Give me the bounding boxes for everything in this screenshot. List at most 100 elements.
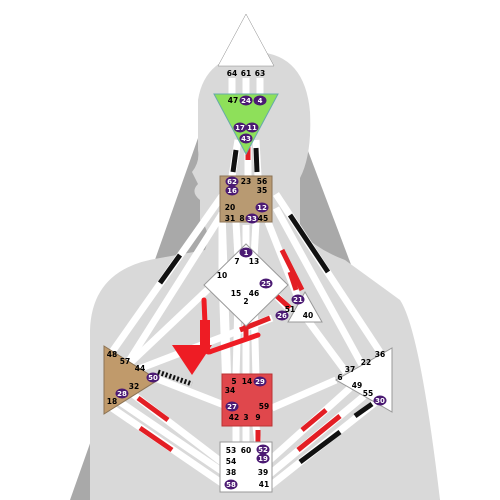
gate-30-marker [373,395,387,406]
gate-17: 17 [233,122,247,133]
gate-12-label: 12 [257,204,267,212]
gate-35: 35 [257,186,267,195]
gate-21: 21 [291,294,305,305]
gate-9: 9 [255,413,260,422]
gate-27: 27 [225,401,239,412]
gate-61-label: 61 [241,69,251,78]
gate-43-marker [239,133,253,144]
channel-26-44-red [239,315,271,333]
gate-4: 4 [253,95,267,106]
heart-center [287,290,323,323]
gate-17-marker [233,122,247,133]
gate-28: 28 [115,388,129,399]
gate-49: 49 [352,381,362,390]
gate-20-label: 20 [225,203,235,212]
channel-35-36-black [287,213,331,274]
gate-46-label: 46 [249,289,259,298]
gate-26-label: 26 [277,312,287,320]
gate-30: 30 [373,395,387,406]
gate-52-marker [256,444,270,455]
gate-14: 14 [242,377,252,386]
gate-62: 62 [225,176,239,187]
gate-48-label: 48 [107,350,117,359]
gate-20: 20 [225,203,235,212]
gate-53: 53 [226,446,236,455]
gate-57-label: 57 [120,357,130,366]
gate-41-label: 41 [259,480,269,489]
gate-36-label: 36 [375,350,385,359]
gate-60-label: 60 [241,446,251,455]
gate-5-label: 5 [231,377,236,386]
gate-28-label: 28 [117,390,127,398]
gate-34: 34 [225,386,235,395]
gate-9-label: 9 [255,413,260,422]
gate-18-label: 18 [107,397,117,406]
gate-23-label: 23 [241,177,251,186]
gate-60: 60 [241,446,251,455]
channel-17-62-black [230,149,239,173]
gate-51: 51 [285,305,295,314]
gate-35-label: 35 [257,186,267,195]
red-arrow-annotation [172,297,261,375]
gate-10: 10 [217,271,227,280]
gate-38-label: 38 [226,468,236,477]
gate-43: 43 [239,133,253,144]
gate-7-label: 7 [234,257,239,266]
ajna-center [213,93,279,156]
gate-38: 38 [226,468,236,477]
gate-8-label: 8 [239,214,244,223]
gate-44: 44 [135,364,145,373]
centers-layer [103,13,393,493]
gate-64-label: 64 [227,69,237,78]
gate-6: 6 [337,373,342,382]
gate-55-label: 55 [363,389,373,398]
gate-45: 45 [258,214,268,223]
channel-40-37 [303,315,349,375]
gate-13: 13 [249,257,259,266]
gate-44-label: 44 [135,364,145,373]
gate-31: 31 [225,214,235,223]
gate-1-label: 1 [244,249,249,257]
gate-16-label: 16 [227,187,237,195]
gate-15-label: 15 [231,289,241,298]
gate-63-label: 63 [255,69,265,78]
gate-39-label: 39 [258,468,268,477]
gate-50-label: 50 [148,374,158,382]
channel-10-57 [124,273,225,369]
channel-39-55-red [296,414,342,452]
gate-28-marker [115,388,129,399]
gate-21-label: 21 [293,296,303,304]
channel-59-6 [270,376,338,412]
gate-54: 54 [226,457,236,466]
gate-2: 2 [243,297,248,306]
gate-1-marker [239,247,253,258]
gate-12-marker [255,202,269,213]
gate-58-marker [224,479,238,490]
gate-24: 24 [239,95,253,106]
channel-bottom-black [353,401,374,419]
gate-22: 22 [361,358,371,367]
gate-29: 29 [253,376,267,387]
gate-24-marker [239,95,253,106]
gate-58-label: 58 [226,481,236,489]
gate-47: 47 [228,96,238,105]
gate-59: 59 [259,402,269,411]
gate-19-marker [256,453,270,464]
gate-16: 16 [225,185,239,196]
gate-13-label: 13 [249,257,259,266]
gate-2-label: 2 [243,297,248,306]
gate-5: 5 [231,377,236,386]
gate-31-label: 31 [225,214,235,223]
gate-46: 46 [249,289,259,298]
gate-4-label: 4 [258,97,263,105]
gate-26-marker [275,310,289,321]
gate-3: 3 [243,413,248,422]
gate-12: 12 [255,202,269,213]
gate-55: 55 [363,389,373,398]
gate-11-marker [245,122,259,133]
gate-63: 63 [255,69,265,78]
gate-4-marker [253,95,267,106]
gate-40-label: 40 [303,311,313,320]
